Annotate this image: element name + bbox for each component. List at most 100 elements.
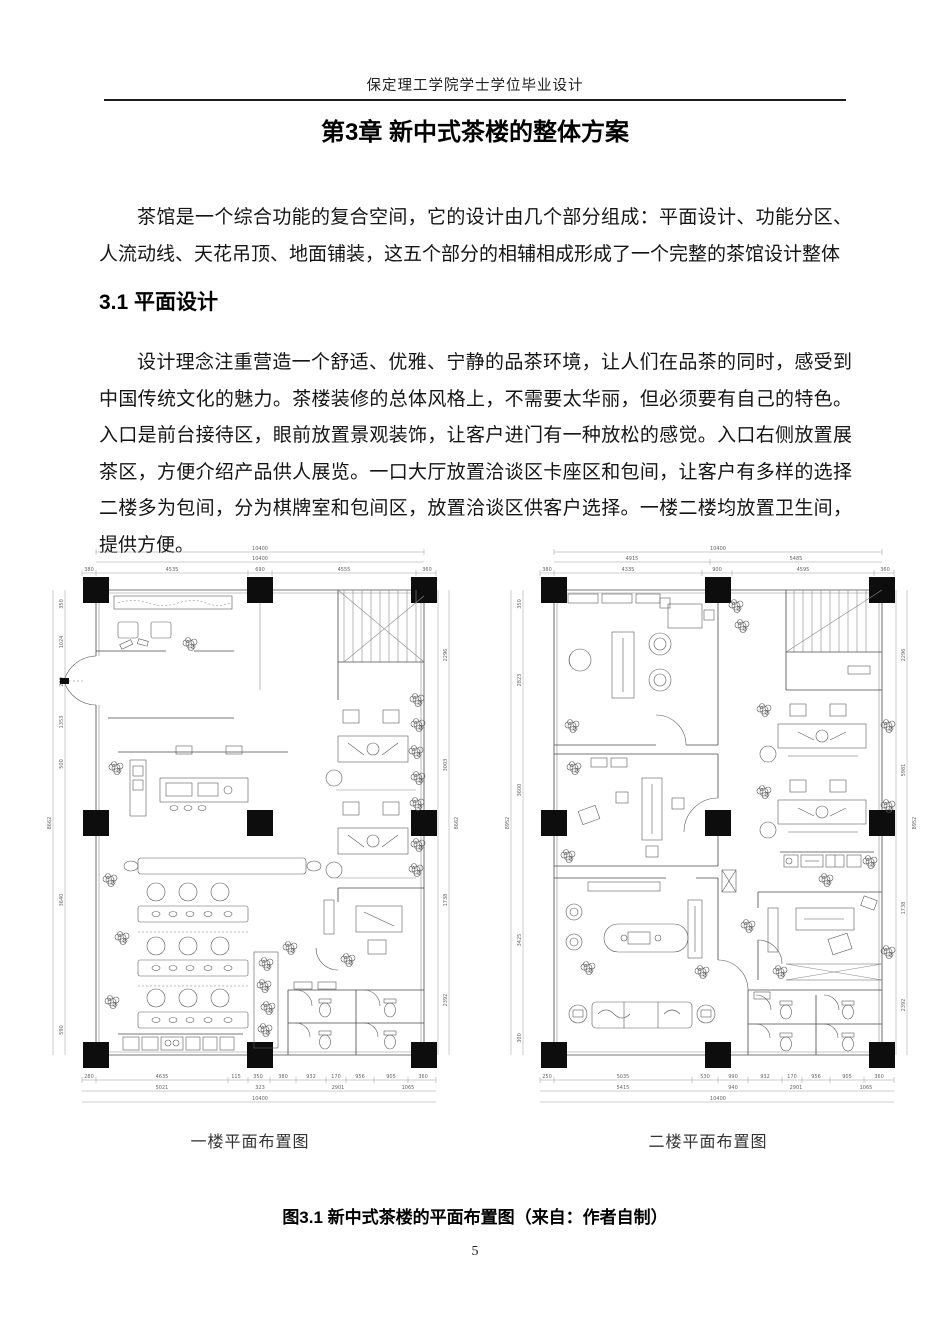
plant-icon [734, 619, 750, 633]
dimension-bottom: 250 5035 530 990 932 170 956 905 360 541… [539, 1074, 895, 1103]
svg-text:8952: 8952 [912, 817, 918, 830]
svg-text:940: 940 [728, 1085, 738, 1091]
plant-icon [818, 873, 834, 887]
dimension-left: 8662 350 1024 270 1353 500 3640 590 [47, 590, 66, 1055]
toilet-icon [383, 1030, 397, 1050]
svg-text:590: 590 [59, 1025, 65, 1035]
svg-text:932: 932 [760, 1074, 770, 1080]
svg-text:905: 905 [842, 1074, 852, 1080]
toilet-icon [779, 1032, 793, 1052]
svg-text:3600: 3600 [517, 784, 523, 797]
figure-3-1: 10400 10400 380 4535 690 4555 360 [0, 540, 950, 1160]
svg-text:2901: 2901 [790, 1085, 803, 1091]
svg-text:2901: 2901 [332, 1085, 345, 1091]
washroom [293, 981, 397, 1050]
svg-text:500: 500 [59, 759, 65, 769]
plant-icon [740, 919, 756, 933]
svg-text:280: 280 [84, 1074, 94, 1080]
svg-text:4915: 4915 [626, 556, 639, 562]
figure-caption: 图3.1 新中式茶楼的平面布置图（来自：作者自制） [282, 1208, 668, 1227]
plant-icon [102, 873, 118, 887]
dimension-bottom: 280 4635 115 350 380 932 170 956 905 360… [81, 1074, 437, 1103]
svg-text:8662: 8662 [454, 817, 460, 830]
svg-text:932: 932 [306, 1074, 316, 1080]
bar-counter [108, 759, 249, 817]
plant-icon [564, 719, 580, 733]
svg-text:956: 956 [355, 1074, 365, 1080]
plant-icon [880, 719, 896, 733]
svg-text:360: 360 [874, 1074, 884, 1080]
kitchen-strip [118, 1033, 243, 1051]
svg-text:115: 115 [231, 1074, 241, 1080]
paragraph-design: 设计理念注重营造一个舒适、优雅、宁静的品茶环境，让人们在品茶的同时，感受到中国传… [99, 352, 852, 556]
toilet-icon [841, 1032, 855, 1052]
section-heading: 3.1 平面设计 [99, 291, 219, 314]
svg-text:5981: 5981 [901, 764, 907, 777]
svg-text:4635: 4635 [156, 1074, 169, 1080]
svg-text:360: 360 [880, 567, 890, 573]
dimension-right: 8662 2296 3003 1738 2392 [437, 590, 460, 1055]
plant-icon [104, 995, 120, 1009]
svg-text:4535: 4535 [166, 567, 179, 573]
plant-icon [566, 761, 582, 775]
tea-room [323, 899, 403, 967]
plan2-caption: 二楼平面布置图 [648, 1134, 768, 1151]
svg-text:350: 350 [517, 599, 523, 609]
svg-text:300: 300 [517, 1033, 523, 1043]
svg-text:2392: 2392 [443, 994, 449, 1007]
svg-text:10400: 10400 [252, 546, 268, 552]
dimension-right: 8952 2296 5981 1738 2392 [895, 590, 918, 1055]
svg-text:8952: 8952 [505, 817, 511, 830]
svg-text:10400: 10400 [710, 546, 726, 552]
svg-text:4595: 4595 [797, 567, 810, 573]
svg-text:1738: 1738 [443, 894, 449, 907]
paragraph-intro: 茶馆是一个综合功能的复合空间，它的设计由几个部分组成：平面设计、功能分区、人流动… [99, 207, 852, 265]
plant-icon [114, 931, 130, 945]
green-strip [408, 693, 426, 877]
svg-text:350: 350 [59, 599, 65, 609]
svg-text:10400: 10400 [252, 556, 268, 562]
svg-text:990: 990 [728, 1074, 738, 1080]
office-room [767, 895, 896, 981]
svg-text:360: 360 [422, 567, 432, 573]
plan1-caption: 一楼平面布置图 [190, 1134, 310, 1151]
svg-text:380: 380 [84, 567, 94, 573]
lounge-seating [325, 709, 416, 879]
structural-columns [83, 577, 437, 1068]
court-plants [740, 873, 834, 933]
dimension-top: 10400 10400 380 4535 690 4555 360 [81, 546, 437, 576]
plant-icon [580, 961, 596, 975]
floor-plan-first-drawing: 10400 10400 380 4535 690 4555 360 [47, 546, 460, 1103]
display-cabinet [113, 595, 233, 610]
svg-text:530: 530 [700, 1074, 710, 1080]
plant-icon [340, 953, 356, 967]
svg-text:10400: 10400 [710, 1096, 726, 1102]
plant-icon [182, 637, 198, 651]
svg-text:350: 350 [253, 1074, 263, 1080]
svg-text:5485: 5485 [790, 556, 803, 562]
svg-text:323: 323 [255, 1085, 265, 1091]
private-room-1 [564, 593, 750, 733]
plant-icon [560, 849, 576, 863]
svg-text:900: 900 [712, 567, 722, 573]
svg-text:3003: 3003 [443, 759, 449, 772]
negotiation-tables [756, 703, 896, 869]
long-counter [123, 857, 322, 875]
page-number: 5 [471, 1244, 479, 1259]
svg-text:1024: 1024 [59, 636, 65, 649]
toilet-icon [383, 998, 397, 1018]
stairs [785, 589, 883, 691]
svg-text:170: 170 [787, 1074, 797, 1080]
svg-text:2296: 2296 [901, 649, 907, 662]
svg-text:170: 170 [331, 1074, 341, 1080]
svg-text:1065: 1065 [860, 1085, 873, 1091]
svg-text:3640: 3640 [59, 894, 65, 907]
walls [95, 589, 425, 1056]
entry-door [60, 655, 97, 706]
dimension-top: 10400 4915 5485 380 4335 900 4595 360 [539, 546, 895, 576]
floor-plan-first: 10400 10400 380 4535 690 4555 360 [38, 540, 462, 1160]
structural-columns [541, 577, 895, 1068]
svg-text:5035: 5035 [617, 1074, 630, 1080]
header-rule [104, 99, 846, 101]
